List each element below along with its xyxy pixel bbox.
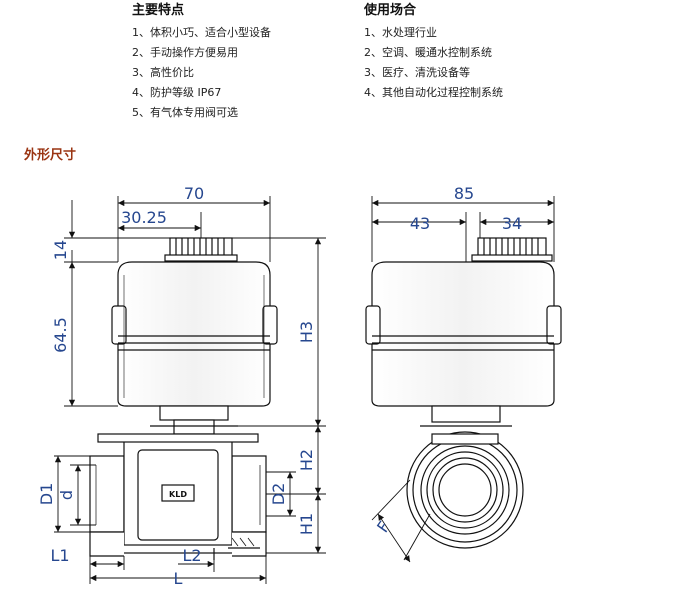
features-heading: 主要特点 (132, 3, 185, 18)
applications-heading: 使用场合 (364, 3, 417, 18)
dim-30-25: 30.25 (121, 208, 167, 227)
side-view (365, 237, 562, 549)
dim-14: 14 (51, 240, 70, 260)
feature-item: 4、防护等级 IP67 (132, 86, 222, 99)
section-title-dimensions: 外形尺寸 (24, 148, 77, 163)
nameplate-text: KLD (169, 490, 187, 499)
front-stem (150, 405, 238, 435)
dim-d: d (57, 490, 76, 500)
applications-column: 使用场合 1、水处理行业 2、空调、暖通水控制系统 3、医疗、清洗设备等 4、其… (364, 0, 503, 103)
dim-l1: L1 (50, 546, 69, 565)
front-dimension-labels: 70 30.25 14 64.5 H3 H2 H1 D1 d D2 L1 L2 … (37, 184, 316, 588)
dim-70: 70 (184, 184, 204, 203)
front-actuator-housing (111, 261, 278, 407)
feature-item: 2、手动操作方便易用 (132, 46, 238, 59)
dim-h1: H1 (297, 513, 316, 535)
application-item: 4、其他自动化过程控制系统 (364, 86, 503, 99)
side-stem (420, 405, 512, 427)
side-dimension-labels: 85 43 34 F (373, 184, 522, 536)
side-dimension-lines (371, 196, 555, 563)
features-column: 主要特点 1、体积小巧、适合小型设备 2、手动操作方便易用 3、高性价比 4、防… (132, 0, 271, 123)
dim-d2: D2 (269, 483, 288, 506)
feature-item: 5、有气体专用阀可选 (132, 106, 238, 119)
feature-item: 3、高性价比 (132, 66, 194, 79)
application-item: 2、空调、暖通水控制系统 (364, 46, 492, 59)
front-knob (164, 237, 238, 262)
application-item: 1、水处理行业 (364, 26, 437, 39)
application-item: 3、医疗、清洗设备等 (364, 66, 470, 79)
dim-h3: H3 (297, 321, 316, 343)
dim-l: L (174, 569, 183, 588)
dim-64-5: 64.5 (51, 317, 70, 353)
side-knob (471, 237, 553, 262)
front-view: KLD (89, 237, 278, 560)
side-actuator-housing (365, 261, 562, 407)
dim-d1: D1 (37, 483, 56, 506)
dim-43: 43 (410, 214, 430, 233)
dim-34: 34 (502, 214, 522, 233)
front-dimension-lines (54, 196, 326, 584)
front-valve-body (89, 433, 267, 560)
dim-85: 85 (454, 184, 474, 203)
dim-h2: H2 (297, 449, 316, 471)
dim-l2: L2 (182, 546, 201, 565)
feature-item: 1、体积小巧、适合小型设备 (132, 26, 271, 39)
side-port (406, 431, 524, 549)
